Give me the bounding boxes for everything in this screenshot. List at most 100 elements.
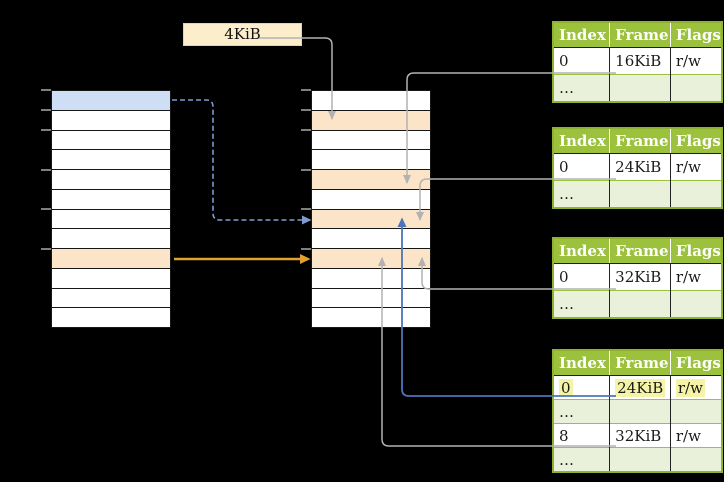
virtual-page-row <box>52 109 170 130</box>
cell-frame <box>609 399 671 424</box>
cell-index: … <box>553 290 611 318</box>
table-row-ellipsis: … <box>553 290 722 318</box>
cell-frame: 24KiB <box>609 375 671 400</box>
address-tick <box>301 109 311 111</box>
physical-frame-row <box>312 287 430 308</box>
address-tick <box>41 169 51 171</box>
virtual-page-row <box>52 267 170 288</box>
pt1-header-frame: Frame <box>609 22 671 48</box>
address-tick <box>301 169 311 171</box>
page-size-label-box: 4KiB <box>183 23 302 46</box>
physical-frame-row-orange <box>312 248 430 268</box>
cell-frame <box>609 290 671 318</box>
physical-frame-row-orange <box>312 208 430 229</box>
address-tick <box>41 129 51 131</box>
virtual-page-row-orange <box>52 248 170 268</box>
cell-frame: 16KiB <box>609 47 671 75</box>
virtual-page-row <box>52 307 170 327</box>
pt1-header-flags: Flags <box>670 22 722 48</box>
page-table-3: Index Frame Flags 0 32KiB r/w … <box>552 237 723 319</box>
cell-frame: 32KiB <box>609 423 671 448</box>
physical-frame-row <box>312 129 430 150</box>
page-table-2: Index Frame Flags 0 24KiB r/w … <box>552 127 723 209</box>
address-tick <box>41 109 51 111</box>
cell-index: 0 <box>553 153 611 181</box>
pt3-header-flags: Flags <box>670 238 722 264</box>
address-tick <box>301 208 311 210</box>
cell-flags <box>670 447 722 472</box>
table-row: 0 24KiB r/w <box>553 153 722 181</box>
cell-flags <box>670 180 722 208</box>
cell-index: 0 <box>553 263 611 291</box>
pt1-header-index: Index <box>553 22 611 48</box>
physical-frame-row <box>312 267 430 288</box>
pt2-header-frame: Frame <box>609 128 671 154</box>
cell-index: … <box>553 74 611 102</box>
cell-flags: r/w <box>675 268 701 286</box>
virtual-page-row-blue <box>52 91 170 110</box>
address-tick <box>41 89 51 91</box>
physical-frame-row <box>312 91 430 110</box>
cell-frame: 24KiB <box>609 153 671 181</box>
virtual-page-row <box>52 287 170 308</box>
physical-frame-row-orange <box>312 109 430 130</box>
page-table-4: Index Frame Flags 0 24KiB r/w … 8 32KiB … <box>552 349 723 473</box>
table-row-ellipsis: … <box>553 74 722 102</box>
pt4-header-frame: Frame <box>609 350 671 376</box>
page-size-label: 4KiB <box>224 25 261 43</box>
table-row-ellipsis: … <box>553 399 722 424</box>
table-row: 0 32KiB r/w <box>553 263 722 291</box>
cell-index: … <box>553 447 611 472</box>
pt4-header-flags: Flags <box>670 350 722 376</box>
cell-flags: r/w <box>675 52 701 70</box>
physical-memory-column <box>311 90 431 328</box>
virtual-page-row <box>52 208 170 229</box>
page-table-1: Index Frame Flags 0 16KiB r/w … <box>552 21 723 103</box>
cell-frame <box>609 74 671 102</box>
physical-frame-row <box>312 228 430 248</box>
virtual-page-row <box>52 169 170 189</box>
cell-flags <box>670 74 722 102</box>
address-tick <box>301 89 311 91</box>
table-row-ellipsis: … <box>553 447 722 472</box>
address-tick <box>41 248 51 250</box>
address-tick <box>301 248 311 250</box>
cell-flags: r/w <box>670 423 722 448</box>
cell-flags <box>670 290 722 318</box>
physical-frame-row <box>312 149 430 169</box>
virtual-page-row <box>52 149 170 169</box>
cell-index: 0 <box>553 375 611 400</box>
table-row: 0 16KiB r/w <box>553 47 722 75</box>
table-row-highlighted: 0 24KiB r/w <box>553 375 722 400</box>
virtual-page-row <box>52 129 170 150</box>
cell-index: … <box>553 399 611 424</box>
pt3-header-index: Index <box>553 238 611 264</box>
cell-flags: r/w <box>670 376 722 400</box>
address-tick <box>41 208 51 210</box>
cell-index: … <box>553 180 611 208</box>
cell-frame <box>609 180 671 208</box>
cell-frame <box>609 447 671 472</box>
physical-frame-row <box>312 188 430 209</box>
address-tick <box>301 129 311 131</box>
highlighted-value: 24KiB <box>615 378 666 397</box>
cell-flags <box>670 399 722 424</box>
cell-frame: 32KiB <box>609 263 671 291</box>
virtual-memory-column <box>51 90 171 328</box>
physical-frame-row <box>312 307 430 327</box>
virtual-page-row <box>52 188 170 209</box>
arrow-virtual-page-to-frame-24kib-dashed <box>172 99 312 225</box>
table-row: 8 32KiB r/w <box>553 423 722 448</box>
pt3-header-frame: Frame <box>609 238 671 264</box>
cell-index: 8 <box>553 423 611 448</box>
pt2-header-flags: Flags <box>670 128 722 154</box>
table-row-ellipsis: … <box>553 180 722 208</box>
pt4-header-index: Index <box>553 350 611 376</box>
cell-flags: r/w <box>675 158 701 176</box>
pt2-header-index: Index <box>553 128 611 154</box>
physical-frame-row-orange <box>312 169 430 189</box>
highlighted-value: 0 <box>559 378 573 397</box>
virtual-page-row <box>52 228 170 248</box>
cell-index: 0 <box>553 47 611 75</box>
